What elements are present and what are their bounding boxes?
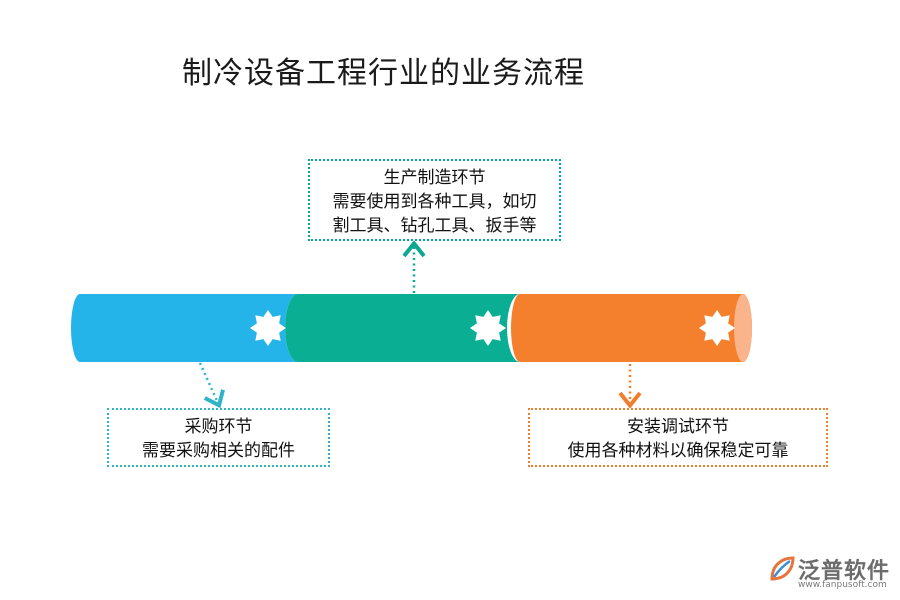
stage-box-install: 安装调试环节 使用各种材料以确保稳定可靠 xyxy=(528,408,828,467)
stage-heading: 采购环节 xyxy=(184,417,253,437)
brand-url: www.fanpusoft.com xyxy=(798,580,887,590)
gear-icon xyxy=(470,310,506,346)
pipe-segment-purchase xyxy=(71,294,298,362)
gear-icon xyxy=(699,310,735,346)
stage-box-purchase: 采购环节 需要采购相关的配件 xyxy=(107,408,330,467)
stage-heading: 安装调试环节 xyxy=(627,417,729,437)
stage-box-production: 生产制造环节 需要使用到各种工具，如切 割工具、钻孔工具、扳手等 xyxy=(308,159,561,241)
stage-desc-line: 使用各种材料以确保稳定可靠 xyxy=(567,441,789,461)
pipe-segment-install xyxy=(511,294,752,362)
stage-desc-line: 需要采购相关的配件 xyxy=(142,441,295,461)
stage-desc-line: 需要使用到各种工具，如切 xyxy=(332,192,537,212)
stage-desc-line: 割工具、钻孔工具、扳手等 xyxy=(332,216,537,236)
brand-name: 泛普软件 xyxy=(798,559,891,584)
stage-heading: 生产制造环节 xyxy=(383,168,486,188)
gear-icon xyxy=(250,310,286,346)
pipe-segment-production xyxy=(285,294,520,362)
leaf-logo-icon xyxy=(770,556,795,581)
connector-purchase xyxy=(198,362,225,409)
page-title: 制冷设备工程行业的业务流程 xyxy=(182,56,585,91)
pipe-end-cap xyxy=(734,294,752,362)
brand-logo: 泛普软件 www.fanpusoft.com xyxy=(768,553,893,593)
